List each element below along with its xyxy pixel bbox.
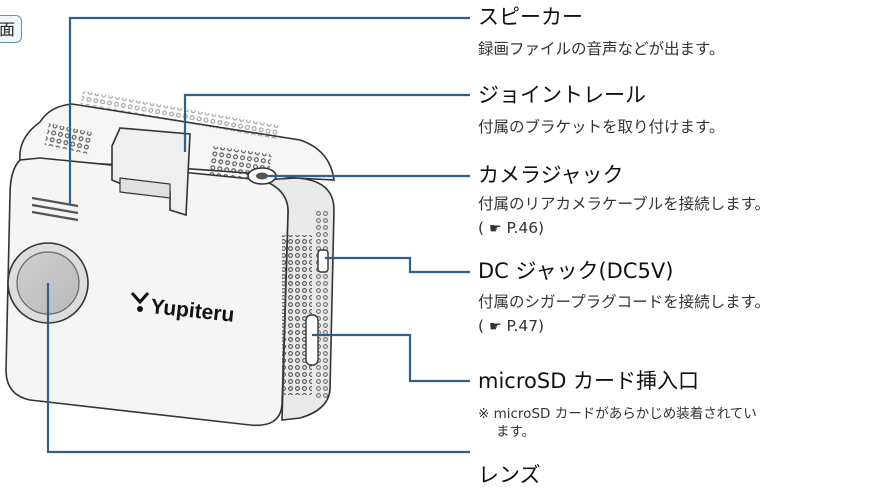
leader-speaker [68,16,470,205]
microsd-note-line2: ます。 [496,424,536,440]
dc-jack-title: DC ジャック(DC5V) [478,259,674,283]
camera-jack-title: カメラジャック [478,163,624,187]
pointing-hand-icon: ☛ [488,221,502,237]
microsd-title: microSD カード挿入口 [478,369,700,393]
side-badge: 面 [0,15,22,43]
speaker-title: スピーカー [478,5,583,29]
microsd-slot [305,314,319,366]
joint-rail-title: ジョイントレール [478,83,646,107]
dc-jack-desc: 付属のシガープラグコードを接続します。 [478,293,771,311]
leader-joint-rail [183,93,470,152]
pointing-hand-icon: ☛ [488,319,502,335]
leader-lines [46,16,470,454]
dc-jack [317,249,329,273]
camera-jack-page-ref: ( ☛ P.46) [478,219,545,237]
microsd-note-line1: ※ microSD カードがあらかじめ装着されてい [478,406,757,422]
camera-jack-desc: 付属のリアカメラケーブルを接続します。 [478,195,771,213]
brand-logo-icon [130,292,150,305]
speaker-desc: 録画ファイルの音声などが出ます。 [478,40,725,58]
lens-title: レンズ [478,463,541,487]
dc-jack-page-ref: ( ☛ P.47) [478,317,545,335]
leader-dc-jack [325,256,470,274]
joint-rail-desc: 付属のブラケットを取り付けます。 [478,118,725,136]
leader-lens [46,283,470,454]
leader-microsd [312,333,470,383]
